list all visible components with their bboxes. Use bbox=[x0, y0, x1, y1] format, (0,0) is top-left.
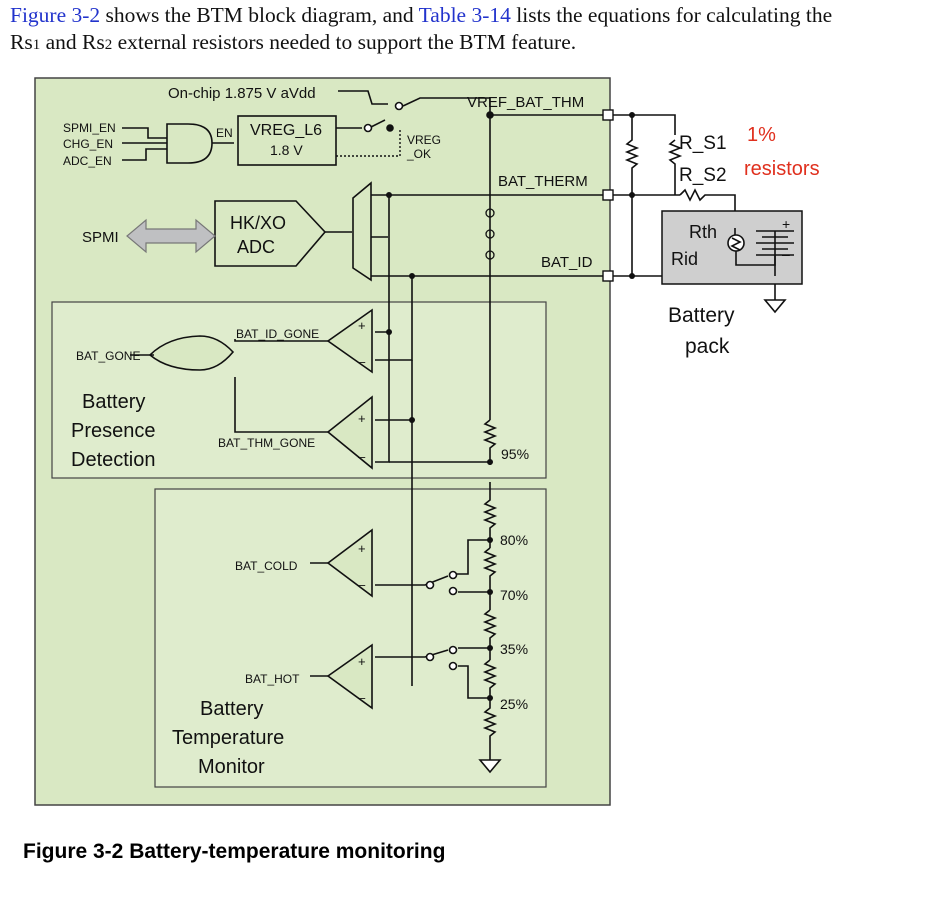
chg-en-label: CHG_EN bbox=[63, 137, 113, 151]
bat-id-gone-label: BAT_ID_GONE bbox=[236, 327, 319, 341]
cmp2-minus: – bbox=[358, 449, 366, 464]
bat-cold-label: BAT_COLD bbox=[235, 559, 298, 573]
rth-label: Rth bbox=[689, 222, 717, 242]
cmp3-plus: + bbox=[358, 541, 366, 556]
spmi-label: SPMI bbox=[82, 229, 119, 246]
bat-hot-label: BAT_HOT bbox=[245, 672, 300, 686]
bat-therm-label: BAT_THERM bbox=[498, 173, 588, 190]
intro-text-3: and bbox=[40, 30, 83, 54]
svg-text:+: + bbox=[782, 216, 790, 232]
cmp4-plus: + bbox=[358, 654, 366, 669]
cmp2-plus: + bbox=[358, 411, 366, 426]
btm-block-diagram: + – + – + – + – + – On-chip 1.875 V aVdd… bbox=[34, 77, 820, 806]
cmp1-minus: – bbox=[358, 354, 366, 369]
rs2-subscript: 2 bbox=[104, 37, 113, 53]
en-label: EN bbox=[216, 126, 233, 140]
table-link[interactable]: Table 3-14 bbox=[418, 3, 511, 27]
rs2-label: Rs bbox=[82, 30, 105, 54]
pct-95-label: 95% bbox=[501, 446, 529, 462]
pct-25-label: 25% bbox=[500, 696, 528, 712]
spmi-bus-arrow bbox=[126, 218, 216, 254]
spmi-en-label: SPMI_EN bbox=[63, 121, 116, 135]
presence-label-2: Presence bbox=[71, 420, 156, 442]
rid-label: Rid bbox=[671, 249, 698, 269]
pct-70-label: 70% bbox=[500, 587, 528, 603]
figure-caption: Figure 3-2 Battery-temperature monitorin… bbox=[23, 840, 446, 863]
pct-80-label: 80% bbox=[500, 532, 528, 548]
bat-gone-label: BAT_GONE bbox=[76, 349, 140, 363]
cmp4-minus: – bbox=[358, 690, 366, 705]
vreg-ok-label-1: VREG bbox=[407, 133, 441, 147]
svg-text:–: – bbox=[782, 246, 790, 262]
temperature-label-1: Battery bbox=[200, 698, 263, 720]
vref-bat-thm-label: VREF_BAT_THM bbox=[467, 94, 584, 111]
presence-label-1: Battery bbox=[82, 391, 145, 413]
figure-link[interactable]: Figure 3-2 bbox=[10, 3, 101, 27]
resistors-label: resistors bbox=[744, 158, 820, 180]
vreg-ok-label-2: _OK bbox=[406, 147, 431, 161]
intro-text-1: shows the BTM block diagram, and bbox=[100, 3, 419, 27]
pct-35-label: 35% bbox=[500, 641, 528, 657]
adc-en-label: ADC_EN bbox=[63, 154, 112, 168]
bat-thm-gone-label: BAT_THM_GONE bbox=[218, 436, 315, 450]
rs1-label: Rs bbox=[10, 30, 33, 54]
onchip-avdd-label: On-chip 1.875 V aVdd bbox=[168, 85, 316, 102]
bat-id-label: BAT_ID bbox=[541, 254, 593, 271]
vreg-voltage-label: 1.8 V bbox=[270, 142, 303, 158]
temperature-label-3: Monitor bbox=[198, 756, 265, 778]
presence-detection-box bbox=[51, 301, 547, 479]
hkxo-label: HK/XO bbox=[230, 213, 286, 233]
intro-paragraph: Figure 3-2 shows the BTM block diagram, … bbox=[10, 2, 935, 59]
temperature-monitor-box bbox=[154, 488, 547, 788]
cmp3-minus: – bbox=[358, 577, 366, 592]
battery-pack-label-1: Battery bbox=[668, 304, 735, 327]
cmp1-plus: + bbox=[358, 318, 366, 333]
intro-text-4: external resistors needed to support the… bbox=[112, 30, 577, 54]
intro-text-2: lists the equations for calculating the bbox=[510, 3, 833, 27]
temperature-label-2: Temperature bbox=[172, 727, 284, 749]
r-s1-label: R_S1 bbox=[679, 133, 727, 154]
one-percent-label: 1% bbox=[747, 124, 776, 146]
presence-label-3: Detection bbox=[71, 449, 156, 471]
battery-pack-label-2: pack bbox=[685, 335, 730, 358]
vreg-l6-label: VREG_L6 bbox=[250, 122, 322, 139]
adc-label: ADC bbox=[237, 237, 275, 257]
r-s2-label: R_S2 bbox=[679, 165, 727, 186]
rs1-subscript: 1 bbox=[32, 37, 41, 53]
